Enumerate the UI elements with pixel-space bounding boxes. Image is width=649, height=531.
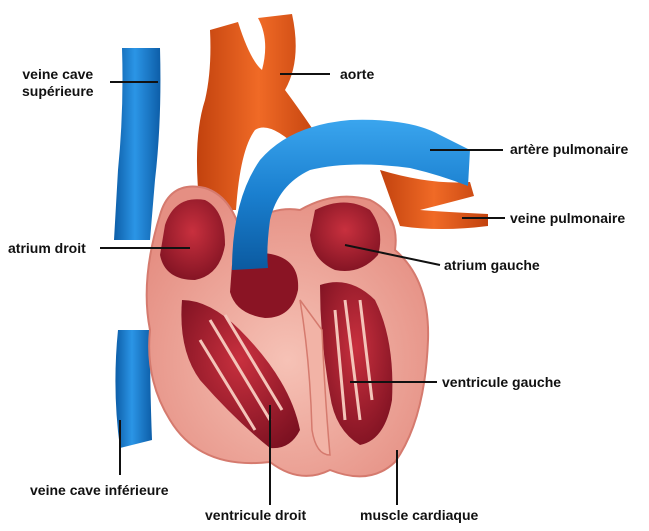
label-pulmonary-artery: artère pulmonaire [510,141,628,158]
superior-vena-cava [114,48,160,240]
label-cardiac-muscle: muscle cardiaque [360,507,478,524]
label-pulmonary-vein: veine pulmonaire [510,210,625,227]
label-aorta: aorte [340,66,374,83]
label-svc-line2: supérieure [22,83,94,100]
label-superior-vena-cava: veine cave supérieure [22,66,94,100]
pulmonary-vein-vessel [380,170,488,229]
label-left-atrium: atrium gauche [444,257,540,274]
label-left-ventricle: ventricule gauche [442,374,561,391]
label-right-ventricle: ventricule droit [205,507,306,524]
label-right-atrium: atrium droit [8,240,86,257]
label-svc-line1: veine cave [22,66,94,83]
label-inferior-vena-cava: veine cave inférieure [30,482,169,499]
